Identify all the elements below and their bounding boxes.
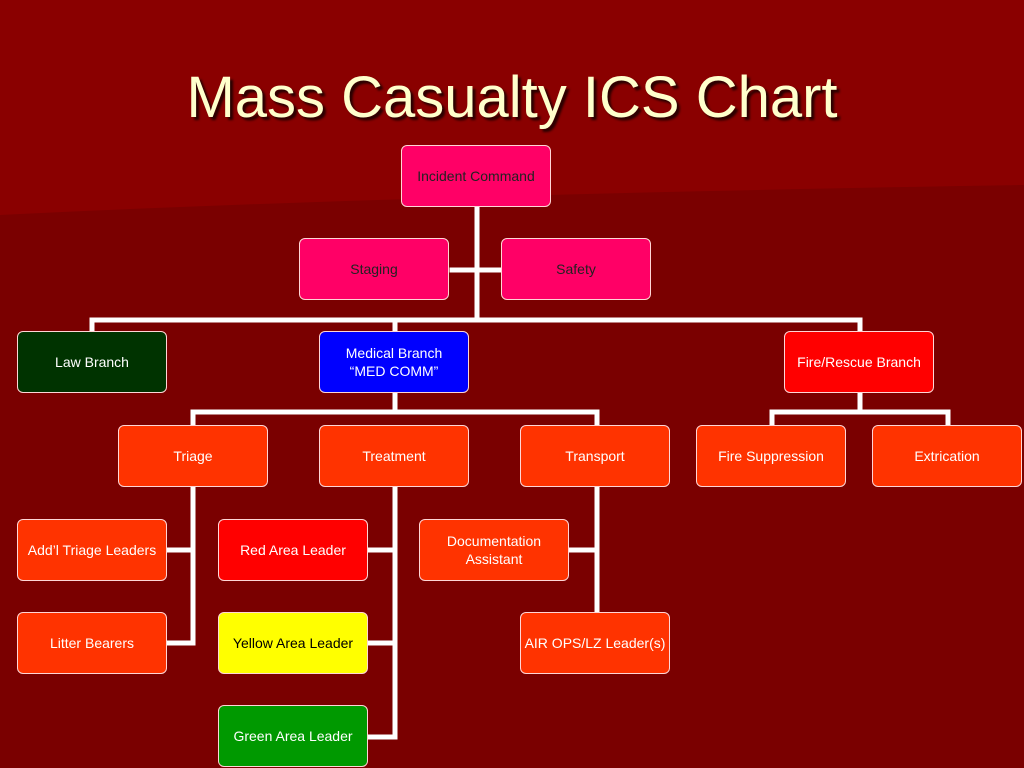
incident-command-box: Incident Command	[401, 145, 551, 207]
green-area-leader-box: Green Area Leader	[218, 705, 368, 767]
yellow-area-leader-box: Yellow Area Leader	[218, 612, 368, 674]
air-ops-lz-leader-box: AIR OPS/LZ Leader(s)	[520, 612, 670, 674]
documentation-assistant-box: Documentation Assistant	[419, 519, 569, 581]
fire-rescue-branch-box: Fire/Rescue Branch	[784, 331, 934, 393]
treatment-box: Treatment	[319, 425, 469, 487]
addl-triage-leaders-box: Add’l Triage Leaders	[17, 519, 167, 581]
extrication-box: Extrication	[872, 425, 1022, 487]
safety-box: Safety	[501, 238, 651, 300]
red-area-leader-box: Red Area Leader	[218, 519, 368, 581]
law-branch-box: Law Branch	[17, 331, 167, 393]
transport-box: Transport	[520, 425, 670, 487]
staging-box: Staging	[299, 238, 449, 300]
fire-suppression-box: Fire Suppression	[696, 425, 846, 487]
triage-box: Triage	[118, 425, 268, 487]
litter-bearers-box: Litter Bearers	[17, 612, 167, 674]
page-title: Mass Casualty ICS Chart	[186, 65, 838, 130]
medical-branch-box: Medical Branch “MED COMM”	[319, 331, 469, 393]
